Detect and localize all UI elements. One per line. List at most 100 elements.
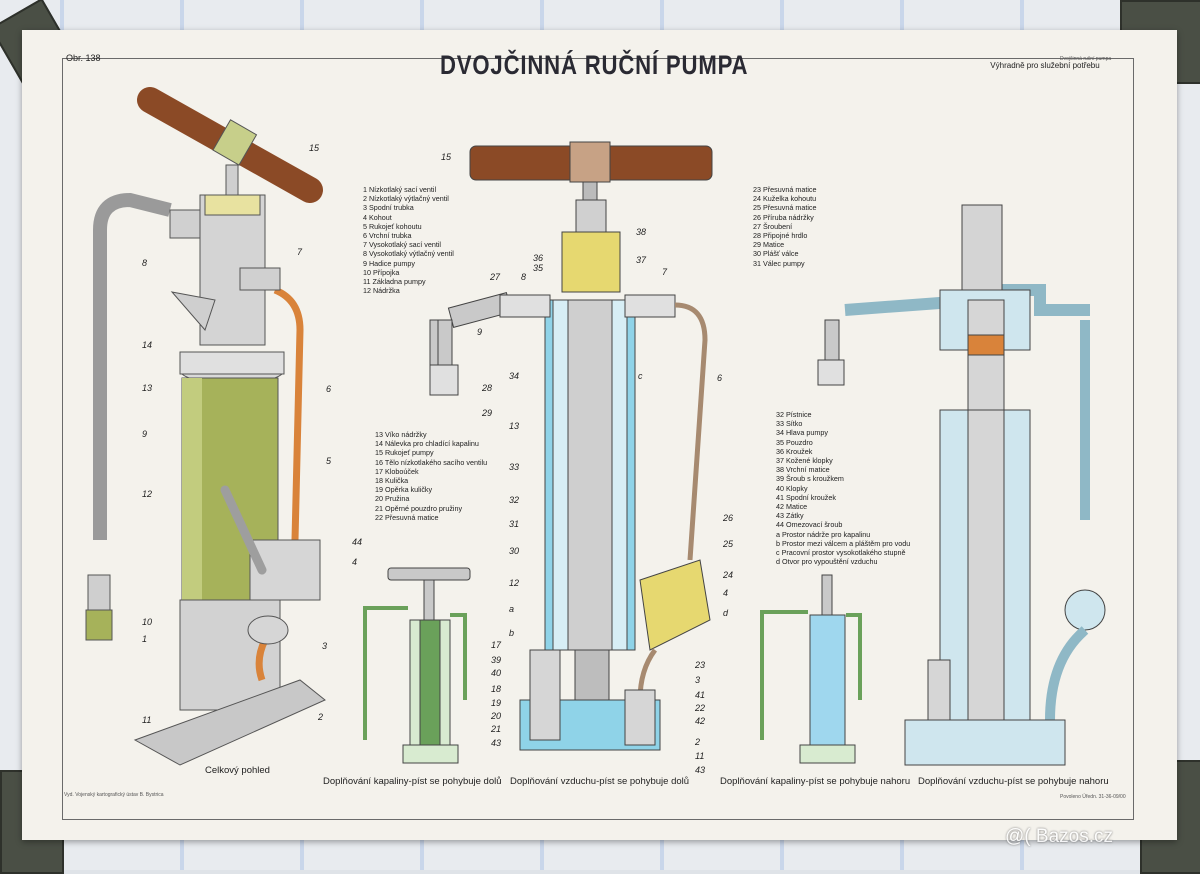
- right-section-drawing: [844, 204, 1106, 766]
- connector-10-shape: [85, 609, 113, 641]
- callout-center-12: 12: [509, 578, 520, 588]
- callout-center-21: 21: [491, 724, 502, 734]
- callout-left-14: 14: [142, 340, 153, 350]
- callout-center-43-right: 43: [695, 765, 706, 775]
- legend-item: 36 Kroužek: [776, 446, 813, 456]
- funnel-shape: [170, 291, 216, 331]
- center-section-drawing: [429, 141, 713, 751]
- publisher-note: Vyd. Vojenský kartografický ústav B. Bys…: [64, 792, 164, 798]
- legend-item: 10 Přípojka: [363, 267, 400, 277]
- caption-fill-air-down: Doplňování vzduchu-píst se pohybuje dolů: [510, 776, 690, 787]
- legend-item: 14 Nálevka pro chladící kapalinu: [375, 439, 479, 449]
- callout-center-40: 40: [491, 668, 502, 678]
- caption-overall: Celkový pohled: [205, 765, 270, 776]
- callout-center-b: b: [509, 628, 515, 638]
- legend-item: 42 Matice: [776, 502, 808, 512]
- legend-item: 29 Matice: [753, 240, 785, 250]
- legend-item: b Prostor mezi válcem a pláštěm pro vodu: [776, 538, 911, 548]
- legend-item: 11 Základna pumpy: [363, 277, 426, 287]
- legend-item: 19 Opěrka kuličky: [375, 485, 433, 495]
- legend-item: 5 Rukojeť kohoutu: [363, 221, 422, 231]
- legend-item: 40 Klopky: [776, 483, 808, 493]
- callout-left-11: 11: [142, 715, 152, 725]
- callout-center-2: 2: [695, 737, 701, 747]
- legend-item: 41 Spodní kroužek: [776, 492, 836, 502]
- callout-center-43-left: 43: [491, 738, 502, 748]
- callout-center-31: 31: [509, 519, 520, 529]
- callout-center-24: 24: [723, 570, 734, 580]
- legend-item: 34 Hlava pumpy: [776, 428, 828, 438]
- mini-detail-right: [817, 319, 845, 386]
- callout-left-6: 6: [326, 384, 332, 394]
- overall-view-drawing: [85, 87, 326, 766]
- reserved-note: Výhradně pro služební potřebu: [990, 61, 1100, 70]
- callout-center-7: 7: [662, 267, 668, 277]
- callout-center-9: 9: [477, 327, 483, 337]
- callout-center-6: 6: [717, 373, 723, 383]
- callout-left-7: 7: [297, 247, 303, 257]
- callout-center-30: 30: [509, 546, 520, 556]
- callout-center-37: 37: [636, 255, 647, 265]
- legend-item: 35 Pouzdro: [776, 437, 813, 447]
- legend-item: 12 Nádržka: [363, 286, 400, 296]
- legend-item: 24 Kuželka kohoutu: [753, 194, 817, 204]
- legend-item: 13 Víko nádržky: [375, 430, 427, 439]
- legend-item: 15 Rukojeť pumpy: [375, 448, 434, 458]
- callout-center-33: 33: [509, 462, 520, 472]
- callout-center-23: 23: [695, 660, 706, 670]
- callout-left-4: 4: [352, 557, 358, 567]
- legend-item: 37 Kožené klopky: [776, 456, 833, 466]
- callout-center-18: 18: [491, 684, 502, 694]
- base-shape: [133, 679, 326, 766]
- legend-item: 6 Vrchní trubka: [363, 231, 412, 241]
- callout-center-15: 15: [441, 152, 452, 162]
- callout-center-c: c: [638, 371, 643, 381]
- callout-center-39: 39: [491, 655, 502, 665]
- callout-center-4: 4: [723, 588, 729, 598]
- callout-center-d: d: [723, 608, 729, 618]
- center-cock-shape: [639, 559, 711, 651]
- mini-diagram-liquid-up: [760, 574, 862, 764]
- mini-diagram-liquid-down: [363, 567, 471, 764]
- legend-item: 43 Zátky: [776, 511, 804, 521]
- callout-left-10: 10: [142, 617, 153, 627]
- callout-left-2: 2: [318, 712, 324, 722]
- legend-item: 17 Kloboúček: [375, 466, 419, 476]
- callout-center-35: 35: [533, 263, 544, 273]
- legend-item: 28 Připojné hrdlo: [753, 231, 808, 241]
- callout-center-11: 11: [695, 751, 705, 761]
- legend-item: 39 Šroub s kroužkem: [776, 474, 844, 484]
- legend-item: c Pracovní prostor vysokotlakého stupně: [776, 548, 906, 558]
- legend-item: 2 Nízkotlaký výtlačný ventil: [363, 194, 449, 204]
- legend-item: 21 Opěrné pouzdro pružiny: [375, 503, 463, 513]
- legend-item: 31 Válec pumpy: [753, 258, 805, 268]
- callout-center-28: 28: [482, 383, 493, 393]
- bazos-watermark: @( Bazos.cz: [1005, 826, 1113, 847]
- legend-item: 3 Spodní trubka: [363, 203, 414, 213]
- callout-center-8: 8: [521, 272, 527, 282]
- legend-item: 26 Příruba nádržky: [753, 212, 814, 222]
- callout-center-a: a: [509, 604, 515, 614]
- copper-pipe-shape: [273, 286, 304, 541]
- legend-item: 38 Vrchní matice: [776, 465, 830, 475]
- legend-item: 8 Vysokotlaký výtlačný ventil: [363, 249, 454, 259]
- callout-left-1: 1: [142, 634, 148, 644]
- callout-center-36: 36: [533, 253, 544, 263]
- callout-center-42: 42: [695, 716, 706, 726]
- legend-item: 20 Pružina: [375, 494, 410, 504]
- callout-center-32: 32: [509, 495, 520, 505]
- center-piston-shape: [567, 299, 613, 651]
- callout-left-3: 3: [322, 641, 328, 651]
- legend-item: 18 Kulička: [375, 476, 409, 486]
- legend-item: 32 Pístnice: [776, 410, 812, 419]
- legend-item: d Otvor pro vypouštění vzduchu: [776, 557, 878, 567]
- callout-center-27: 27: [490, 272, 501, 282]
- callout-center-34: 34: [509, 371, 520, 381]
- caption-fill-liquid-up: Doplňování kapaliny-píst se pohybuje nah…: [720, 776, 911, 787]
- legend-item: 16 Tělo nízkotlakého sacího ventilu: [375, 457, 488, 467]
- top-right-tiny-label: Dvojčinná ruční pumpa: [1060, 56, 1112, 62]
